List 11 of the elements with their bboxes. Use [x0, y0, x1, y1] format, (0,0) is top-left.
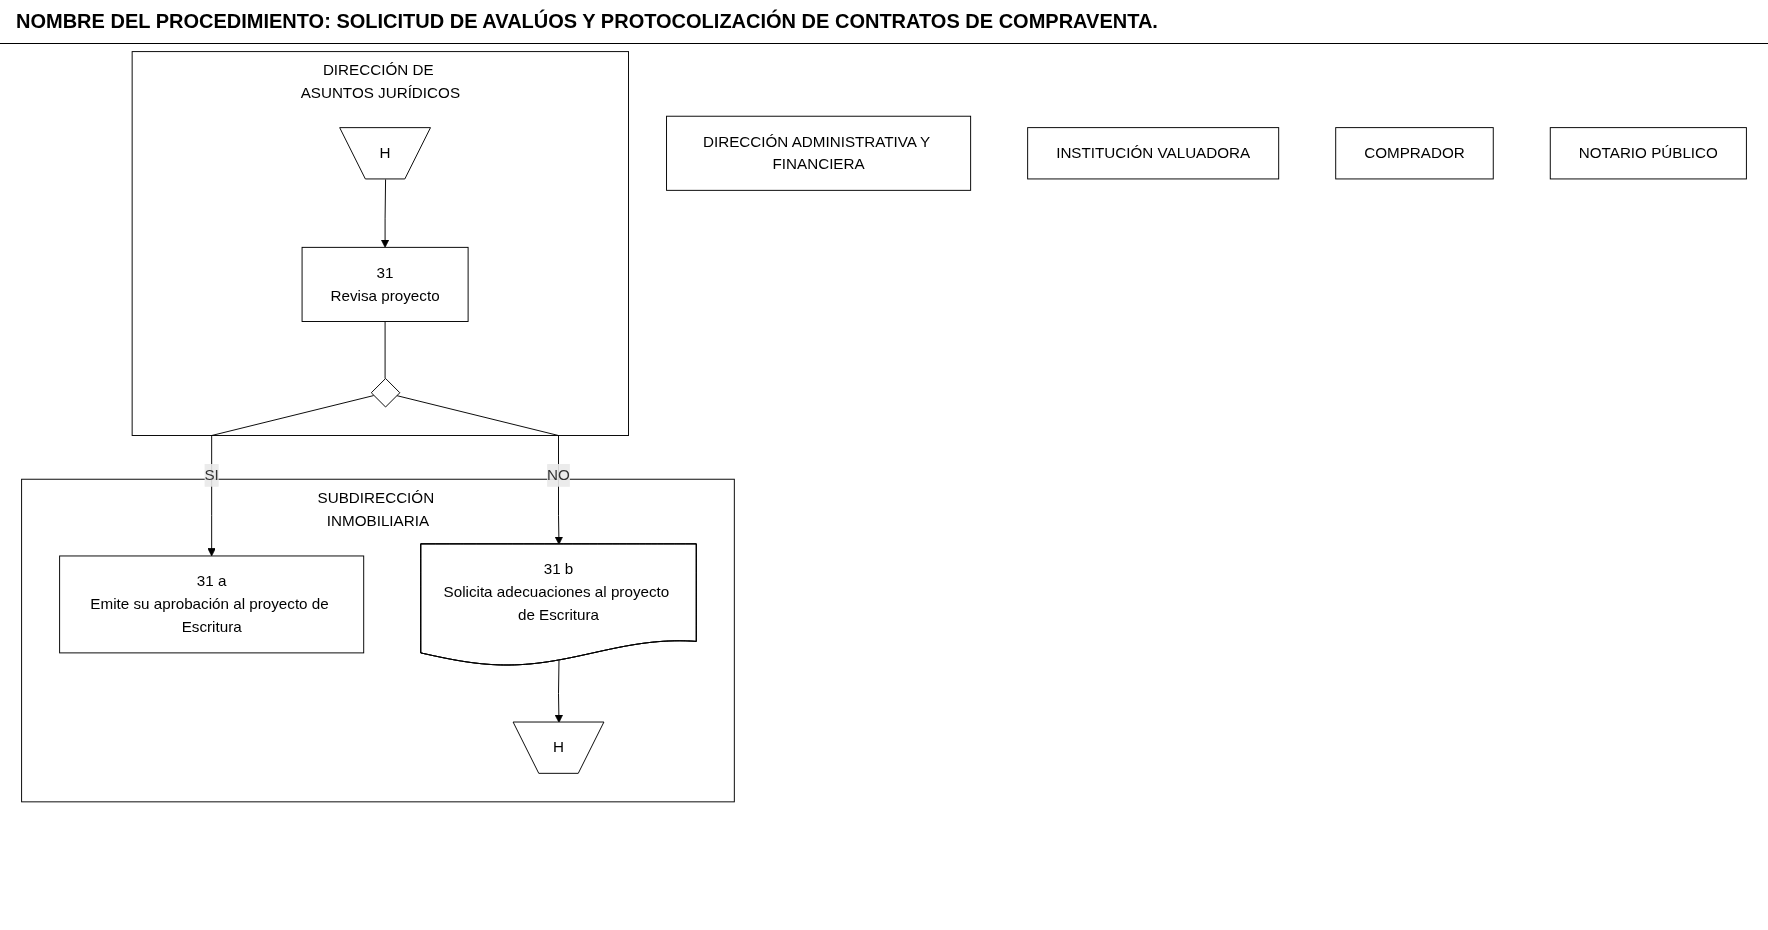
node-diamond [370, 378, 401, 408]
node-box: 31 Revisa proyecto [301, 246, 469, 322]
procedure-title: NOMBRE DEL PROCEDIMIENTO: SOLICITUD DE AVALÚOS Y PROTOCOLIZACIÓN DE CONTRATOS DE COMPRAVENTA. [0, 0, 1768, 44]
node-box: NOTARIO PÚBLICO [1549, 127, 1747, 180]
edge-label: NO [547, 466, 570, 484]
node-box: 31 a Emite su aprobación al proyecto de Escritura [59, 555, 365, 654]
edge-label: SI [204, 466, 219, 484]
node-box: DIRECCIÓN ADMINISTRATIVA Y FINANCIERA [666, 115, 972, 191]
connector [384, 321, 386, 379]
node-box: COMPRADOR [1335, 127, 1494, 180]
node-box: INSTITUCIÓN VALUADORA [1027, 127, 1280, 180]
